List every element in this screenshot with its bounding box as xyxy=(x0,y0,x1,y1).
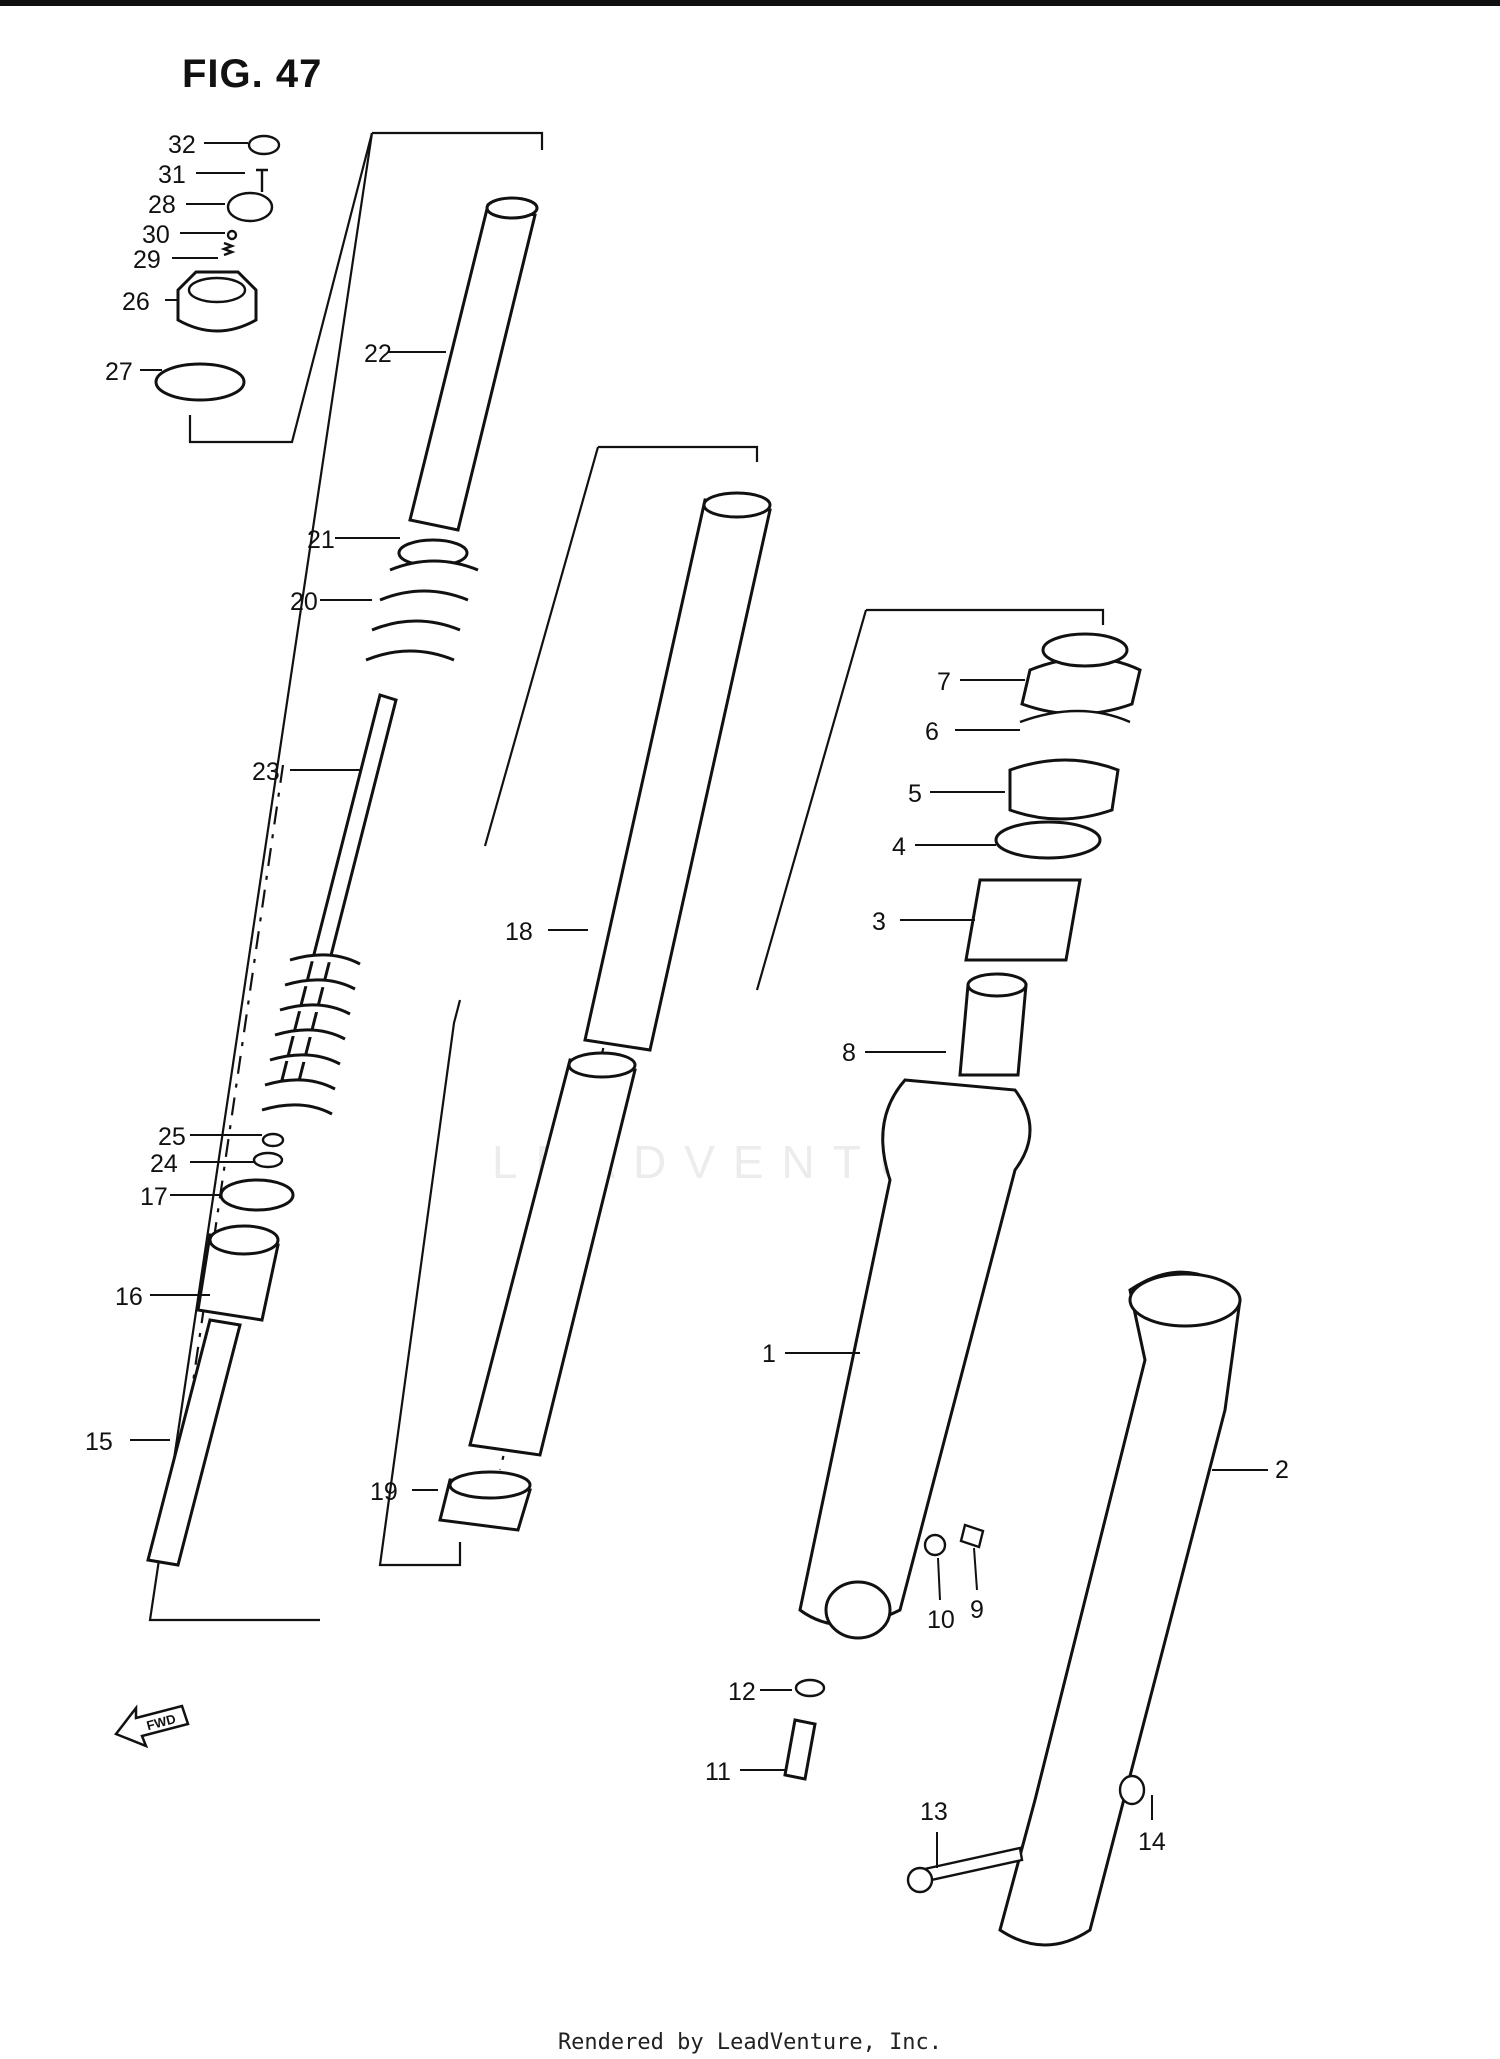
part-14-nut xyxy=(1118,1774,1146,1806)
part-6-clip xyxy=(1019,709,1131,724)
part-13-pinch-bolt xyxy=(918,1846,1024,1884)
callout-10: 10 xyxy=(927,1606,955,1634)
callout-14: 14 xyxy=(1138,1828,1166,1856)
part-29-spring xyxy=(220,241,236,257)
callout-1: 1 xyxy=(762,1340,776,1368)
bracket-inner-tube xyxy=(148,132,374,1622)
callout-22: 22 xyxy=(364,340,392,368)
part-4-washer xyxy=(994,820,1102,860)
callout-18: 18 xyxy=(505,918,533,946)
part-30-ball xyxy=(226,229,238,241)
part-27-o-ring xyxy=(154,362,246,402)
part-13-bolt-head xyxy=(906,1866,934,1894)
leader-lines xyxy=(130,142,1268,1868)
part-2-fork-top xyxy=(1128,1272,1242,1328)
part-2-fork-leg xyxy=(998,1270,1242,1947)
callout-13: 13 xyxy=(920,1798,948,1826)
fwd-label: FWD xyxy=(145,1711,177,1733)
callout-7: 7 xyxy=(937,668,951,696)
part-32-cap xyxy=(247,134,281,156)
callout-2: 2 xyxy=(1275,1456,1289,1484)
callout-17: 17 xyxy=(140,1183,168,1211)
part-10-washer xyxy=(923,1533,947,1557)
part-18-tube-top xyxy=(702,491,772,519)
part-8-fork-top-ring xyxy=(966,972,1028,998)
part-15-cylinder-tube xyxy=(146,1318,242,1567)
part-22-tube-top xyxy=(485,196,539,220)
part-12-washer xyxy=(794,1678,826,1698)
callout-16: 16 xyxy=(115,1283,143,1311)
part-18-outer-tube-upper xyxy=(583,498,772,1052)
callout-26: 26 xyxy=(122,288,150,316)
figure-title: FIG. 47 xyxy=(182,52,323,96)
callout-24: 24 xyxy=(150,1150,178,1178)
part-1-axle-boss xyxy=(824,1580,892,1640)
part-23-rebound-spring xyxy=(261,953,361,1116)
center-line-damper xyxy=(168,764,285,1541)
bracket-outer-tube xyxy=(378,445,759,1567)
part-5-oil-seal xyxy=(1008,758,1120,821)
callout-5: 5 xyxy=(908,780,922,808)
callout-29: 29 xyxy=(133,246,161,274)
callout-8: 8 xyxy=(842,1039,856,1067)
top-border xyxy=(0,0,1500,6)
callout-25: 25 xyxy=(158,1123,186,1151)
callout-15: 15 xyxy=(85,1428,113,1456)
callout-31: 31 xyxy=(158,161,186,189)
part-8-fork-top xyxy=(958,983,1028,1077)
part-11-axle-bolt xyxy=(783,1718,817,1781)
part-28-adjuster xyxy=(226,191,274,223)
callout-11: 11 xyxy=(705,1758,731,1786)
forward-arrow-icon: FWD xyxy=(114,1704,190,1749)
part-18-outer-tube-lower xyxy=(468,1058,637,1457)
part-25-washer xyxy=(261,1132,285,1148)
callout-27: 27 xyxy=(105,358,133,386)
part-26-cap-head xyxy=(187,276,247,304)
callout-20: 20 xyxy=(290,588,318,616)
callout-30: 30 xyxy=(142,221,170,249)
part-19-guide-top xyxy=(448,1470,532,1500)
part-17-seal-ring xyxy=(219,1178,295,1212)
callout-labels: 1 2 3 4 5 6 7 8 9 10 11 12 13 14 15 16 1… xyxy=(85,131,1289,1856)
callout-4: 4 xyxy=(892,833,906,861)
part-16-cylinder-top xyxy=(208,1224,280,1256)
part-22-inner-tube xyxy=(408,203,537,532)
part-24-ring xyxy=(252,1151,284,1169)
part-9-bolt xyxy=(959,1523,985,1549)
callout-19: 19 xyxy=(370,1478,398,1506)
callout-32: 32 xyxy=(168,131,196,159)
part-3-bushing xyxy=(964,878,1082,962)
part-31-screw xyxy=(256,168,268,192)
bracket-top-cap xyxy=(188,131,544,444)
part-18-tube-break xyxy=(567,1051,637,1079)
bracket-outer-fork xyxy=(755,608,1105,991)
part-20-spring-guide xyxy=(365,559,479,662)
footer-credit: Rendered by LeadVenture, Inc. xyxy=(557,2030,943,2055)
part-23-damper-rod xyxy=(280,693,398,1087)
part-7-seal-top xyxy=(1041,632,1129,668)
callout-21: 21 xyxy=(307,526,335,554)
callout-28: 28 xyxy=(148,191,176,219)
callout-9: 9 xyxy=(970,1596,984,1624)
callout-6: 6 xyxy=(925,718,939,746)
callout-12: 12 xyxy=(728,1678,756,1706)
callout-23: 23 xyxy=(252,758,280,786)
callout-3: 3 xyxy=(872,908,886,936)
